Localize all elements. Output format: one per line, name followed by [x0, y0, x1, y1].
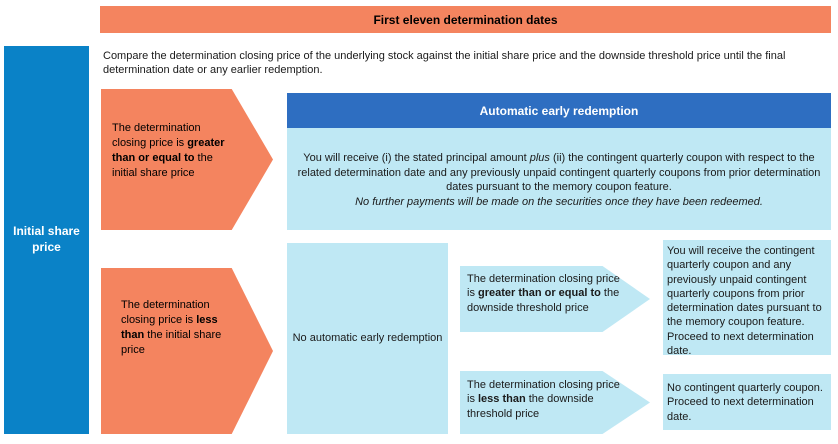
no-redemption-box: No automatic early redemption: [287, 243, 448, 434]
intro-text: Compare the determination closing price …: [103, 50, 786, 77]
downside-lower-suffix: the downside threshold price: [467, 393, 594, 420]
auto-redemption-part1: You will receive (i) the stated principa…: [303, 152, 530, 164]
downside-upper-bold: greater than or equal to: [478, 287, 601, 300]
condition-upper-suffix: the initial share price: [112, 151, 213, 179]
condition-upper-bold: greater than or equal to: [112, 136, 225, 164]
downside-upper-suffix: the downside threshold price: [467, 287, 620, 314]
initial-share-price-label: Initial share price: [13, 224, 80, 254]
auto-redemption-note: No further payments will be made on the …: [355, 195, 763, 208]
header-title: First eleven determination dates: [373, 12, 558, 27]
condition-lower-arrow: The determination closing price is less …: [101, 268, 273, 434]
downside-lower-arrow: The determination closing price is less …: [460, 371, 650, 434]
condition-lower-bold: less than: [121, 313, 218, 341]
initial-share-price-bar: Initial share price: [4, 46, 89, 434]
downside-upper-arrow: The determination closing price is great…: [460, 266, 650, 332]
downside-upper-prefix: The determination closing price is: [467, 273, 620, 300]
auto-redemption-header: Automatic early redemption: [287, 93, 831, 128]
condition-lower-suffix: the initial share price: [121, 328, 222, 356]
result-lower-box: No contingent quarterly coupon. Proceed …: [663, 374, 831, 430]
downside-lower-bold: less than: [478, 393, 526, 406]
auto-redemption-body: You will receive (i) the stated principa…: [287, 128, 831, 230]
condition-upper-arrow: The determination closing price is great…: [101, 89, 273, 230]
auto-redemption-plus: plus: [529, 152, 550, 164]
downside-lower-prefix: The determination closing price is: [467, 379, 620, 406]
no-redemption-label: No automatic early redemption: [292, 332, 443, 345]
auto-redemption-title: Automatic early redemption: [479, 103, 639, 118]
auto-redemption-part2: (ii) the contingent quarterly coupon wit…: [297, 152, 821, 194]
condition-lower-prefix: The determination closing price is: [121, 299, 210, 326]
header-title-bar: First eleven determination dates: [100, 6, 831, 33]
result-upper-box: You will receive the contingent quarterl…: [663, 240, 831, 357]
condition-upper-prefix: The determination closing price is: [112, 122, 201, 149]
